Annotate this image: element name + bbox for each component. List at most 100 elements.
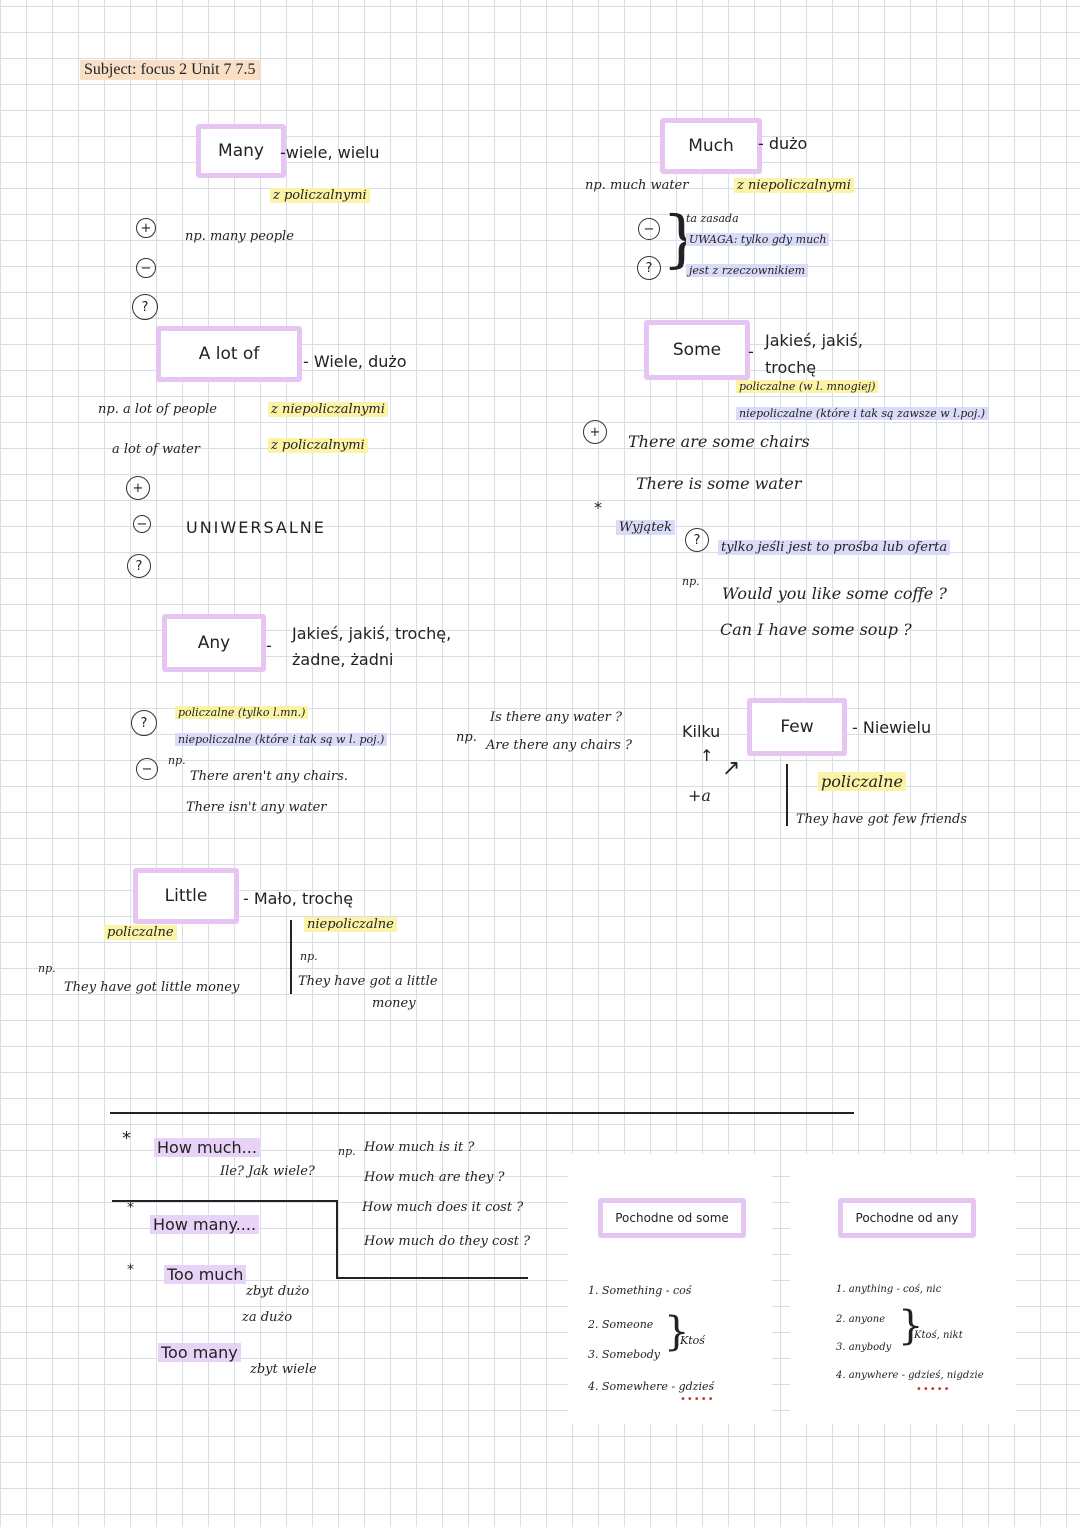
how-example-2: How much are they ?	[364, 1170, 505, 1185]
any-np-2: np.	[168, 754, 186, 767]
deriv-any-brace-label: Ktoś, nikt	[914, 1330, 963, 1341]
little-example-right-2: money	[372, 996, 416, 1011]
many-example: np. many people	[185, 229, 294, 244]
some-example-1: There are some chairs	[628, 432, 810, 451]
section-separator	[110, 1112, 854, 1114]
much-note-3: jest z rzeczownikiem	[686, 264, 809, 277]
question-icon: ?	[637, 256, 661, 280]
universal-label: UNIWERSALNE	[186, 518, 326, 537]
alot-example-2: a lot of water	[112, 442, 201, 457]
little-meaning: - Mało, trochę	[243, 889, 354, 908]
too-much-meaning-2: za dużo	[242, 1310, 293, 1325]
deriv-some-item-2: 2. Someone	[588, 1318, 654, 1331]
divider-line	[290, 920, 292, 994]
little-example-left: They have got little money	[64, 980, 240, 995]
alot-label: A lot of	[198, 344, 260, 364]
arrow-up-icon: ↑	[700, 746, 714, 765]
few-example: They have got few friends	[796, 812, 968, 827]
any-label: Any	[197, 633, 231, 653]
any-question-1: Is there any water ?	[490, 710, 622, 725]
minus-icon: −	[133, 515, 151, 533]
any-meaning-1: Jakieś, jakiś, trochę,	[292, 624, 452, 643]
little-label: Little	[164, 886, 208, 906]
deriv-some-item-3: 3. Somebody	[588, 1348, 661, 1361]
divider-line	[112, 1200, 336, 1202]
deriv-any-title: Pochodne od any	[855, 1211, 959, 1225]
plus-icon: +	[136, 218, 156, 238]
much-note-1: ta zasada	[686, 212, 739, 225]
plus-icon: +	[583, 420, 607, 444]
little-rule-right: niepoliczalne	[304, 917, 397, 932]
much-label: Much	[688, 136, 734, 156]
few-kilku: Kilku	[682, 722, 721, 741]
star-icon: *	[122, 1128, 131, 1149]
arrow-diagonal-icon: ↗	[722, 756, 741, 781]
alot-rule-1: z niepoliczalnymi	[268, 402, 388, 417]
how-many-label: How many....	[150, 1215, 260, 1234]
few-label: Few	[780, 717, 814, 737]
deriv-any-item-3: 3. anybody	[836, 1342, 892, 1353]
question-icon: ?	[131, 710, 157, 736]
deriv-some-title-box: Pochodne od some	[598, 1198, 746, 1238]
many-rule: z policzalnymi	[270, 188, 370, 203]
star-icon: *	[127, 1262, 134, 1278]
some-rule-1: policzalne (w l. mnogiej)	[736, 380, 879, 393]
some-box: Some	[644, 320, 750, 380]
much-note-2: UWAGA: tylko gdy much	[686, 233, 830, 246]
too-much-label: Too much	[164, 1265, 247, 1284]
underline-dots: •••••	[680, 1394, 715, 1405]
some-rule-2: niepoliczalne (które i tak są zawsze w l…	[736, 407, 989, 420]
minus-icon: −	[136, 758, 158, 780]
deriv-any-item-2: 2. anyone	[836, 1314, 886, 1325]
how-example-1: How much is it ?	[364, 1140, 475, 1155]
subject-label: Subject: focus 2 Unit 7 7.5	[80, 60, 260, 80]
deriv-any-item-4: 4. anywhere - gdzieś, nigdzie	[836, 1370, 984, 1381]
how-np: np.	[338, 1145, 356, 1158]
alot-rule-2: z policzalnymi	[268, 438, 368, 453]
much-example: np. much water	[585, 178, 689, 193]
much-meaning: - dużo	[758, 134, 808, 153]
any-box: Any	[162, 614, 266, 672]
any-rule-1: policzalne (tylko l.mn.)	[175, 706, 309, 719]
question-icon: ?	[685, 528, 709, 552]
some-exception: Wyjątek	[616, 520, 675, 535]
some-label: Some	[672, 340, 722, 360]
too-many-meaning: zbyt wiele	[250, 1362, 317, 1377]
little-np-right: np.	[300, 950, 318, 963]
deriv-some-item-4: 4. Somewhere - gdzieś	[588, 1380, 715, 1393]
alot-meaning: - Wiele, dużo	[303, 352, 407, 371]
much-box: Much	[660, 118, 762, 174]
few-meaning: - Niewielu	[852, 718, 932, 737]
many-label: Many	[218, 141, 264, 161]
alot-box: A lot of	[156, 326, 302, 382]
deriv-some-brace-label: Ktoś	[680, 1334, 705, 1347]
how-much-meaning: Ile? Jak wiele?	[220, 1164, 315, 1179]
brace-icon: }	[664, 1309, 690, 1355]
brace-icon: }	[898, 1303, 924, 1349]
underline-dots: •••••	[916, 1384, 951, 1395]
question-icon: ?	[127, 554, 151, 578]
how-example-3: How much does it cost ?	[362, 1200, 524, 1215]
many-meaning: -wiele, wielu	[280, 143, 380, 162]
few-box: Few	[747, 698, 847, 756]
deriv-some-item-1: 1. Something - coś	[588, 1284, 692, 1297]
any-rule-2: niepoliczalne (które i tak są w l. poj.)	[175, 733, 388, 746]
minus-icon: −	[638, 218, 660, 240]
some-example-2: There is some water	[636, 474, 802, 493]
too-many-label: Too many	[158, 1343, 241, 1362]
question-icon: ?	[132, 294, 158, 320]
few-plus-a: +a	[688, 786, 711, 805]
some-example-4: Can I have some soup ?	[720, 620, 912, 639]
deriv-any-title-box: Pochodne od any	[838, 1198, 976, 1238]
some-meaning-2: trochę	[765, 358, 817, 377]
divider-line	[336, 1277, 528, 1279]
deriv-any-item-1: 1. anything - coś, nic	[836, 1284, 942, 1295]
any-meaning-2: żadne, żadni	[292, 650, 394, 669]
star-icon: *	[127, 1200, 134, 1216]
little-example-right-1: They have got a little	[298, 974, 438, 989]
some-exception-note: tylko jeśli jest to prośba lub oferta	[718, 540, 951, 555]
star-icon: *	[594, 498, 602, 517]
little-np-left: np.	[38, 962, 56, 975]
how-much-label: How much...	[154, 1138, 260, 1157]
some-example-3: Would you like some coffe ?	[722, 584, 947, 603]
